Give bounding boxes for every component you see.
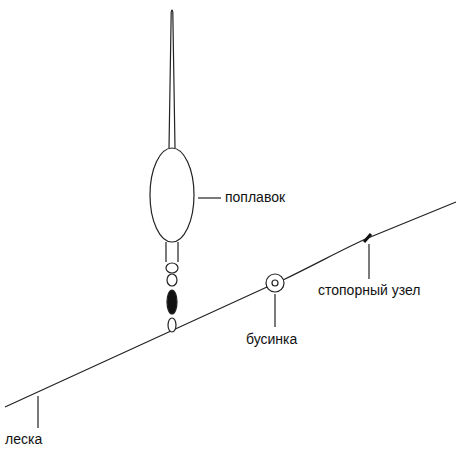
leader-line xyxy=(274,294,275,327)
float-antenna xyxy=(169,10,175,148)
float-keel xyxy=(166,242,178,262)
bead-hole xyxy=(272,280,278,286)
stop-knot-label: стопорный узел xyxy=(318,283,420,298)
float-ring xyxy=(168,318,176,332)
float-stem-bead xyxy=(166,263,178,273)
bead-label: бусинка xyxy=(246,332,297,347)
float-weight xyxy=(167,290,177,314)
leader-line xyxy=(198,197,221,198)
float-label: поплавок xyxy=(225,190,285,205)
stop-knot xyxy=(364,234,371,242)
fishing-line xyxy=(5,202,456,407)
leader-line xyxy=(37,396,38,428)
bead xyxy=(266,274,284,292)
float-stem-bead xyxy=(167,274,177,286)
line-label: леска xyxy=(5,432,42,447)
leader-line xyxy=(368,244,369,279)
float-body xyxy=(150,148,194,242)
